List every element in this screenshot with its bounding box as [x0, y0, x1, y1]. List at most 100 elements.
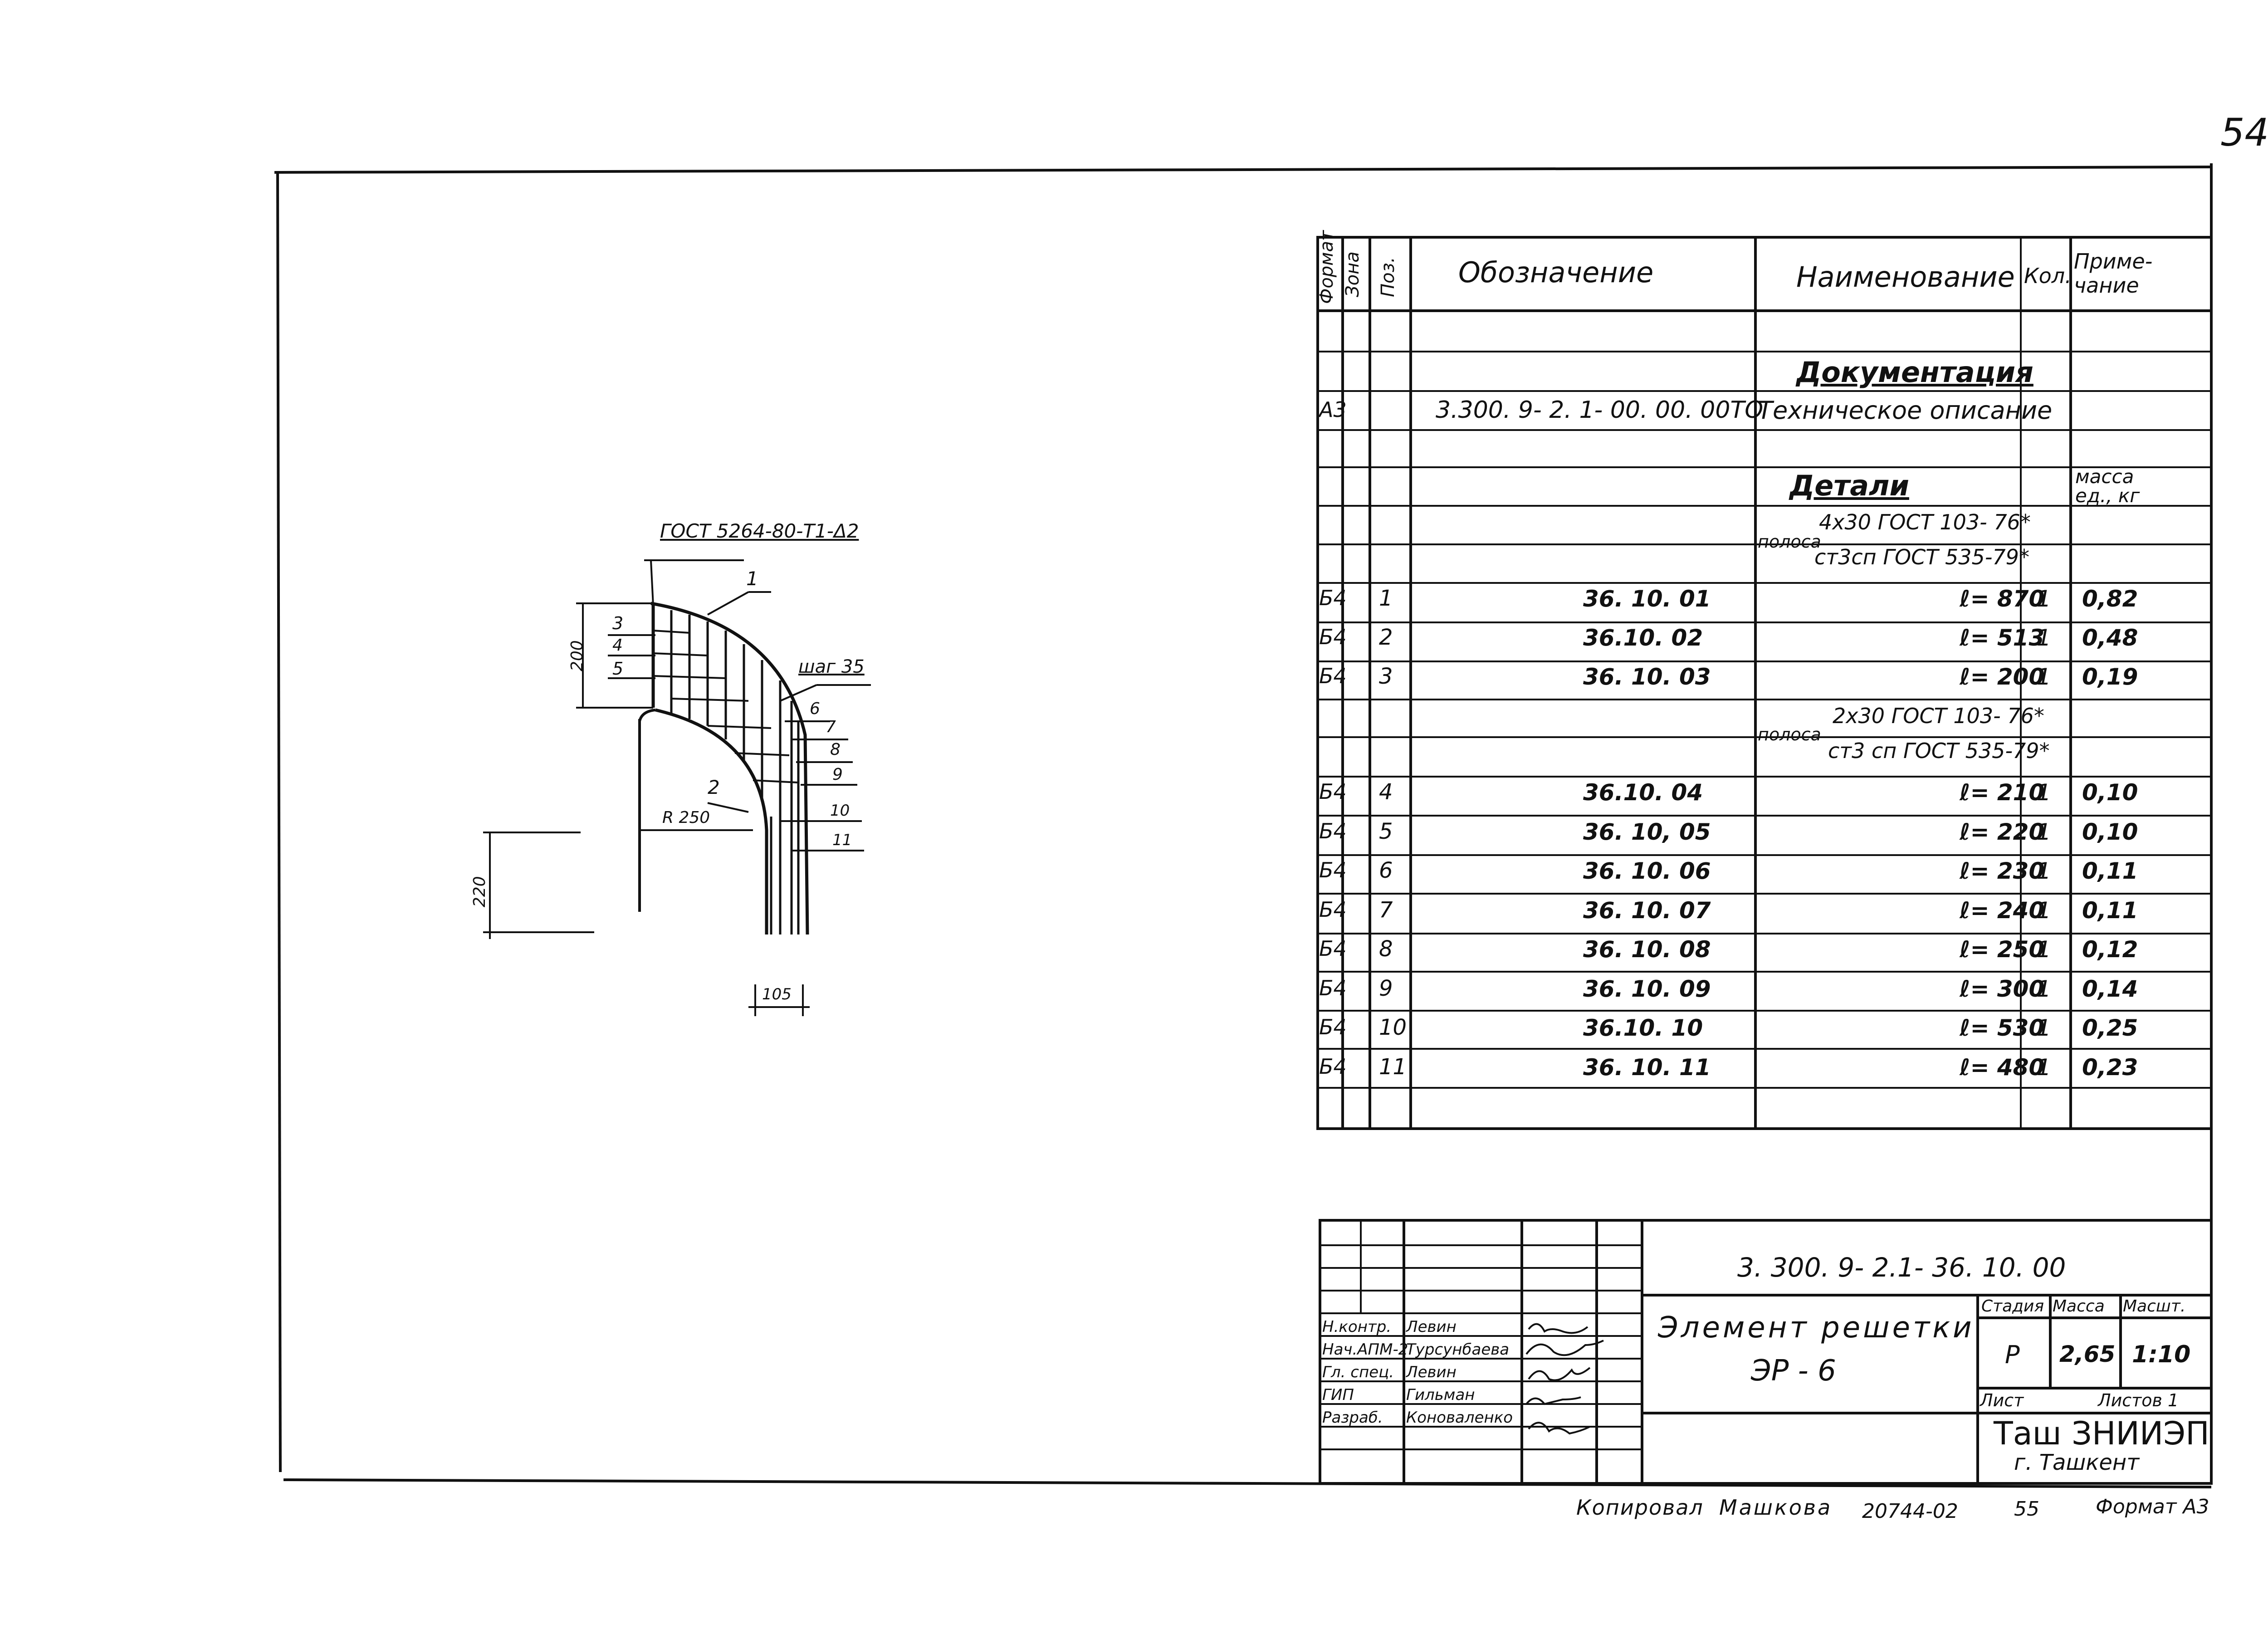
- row-format: Б4: [1319, 818, 1347, 843]
- row-pos: 8: [1379, 936, 1393, 962]
- row-format: Б4: [1319, 858, 1347, 882]
- scale-header: Масшт.: [2123, 1297, 2186, 1316]
- row-name: ℓ= 210: [1960, 779, 2045, 806]
- role-title: Нач.АПМ-2: [1322, 1341, 1408, 1359]
- col-name-header: Наименование: [1796, 260, 2015, 294]
- row-qty: 1: [2037, 1015, 2051, 1041]
- weld-note: ГОСТ 5264-80-Т1-Δ2: [660, 520, 859, 542]
- col-format-header: Формат: [1316, 230, 1337, 304]
- callout-8: 8: [830, 740, 841, 759]
- row-qty: 1: [2037, 936, 2051, 963]
- callout-leaders: [483, 559, 871, 1016]
- row-note: 0,14: [2082, 975, 2138, 1002]
- row-name: ℓ= 240: [1960, 897, 2045, 924]
- material-2-line1: 2х30 ГОСТ 103- 76*: [1833, 704, 2044, 728]
- row-designation: 36.10. 02: [1583, 625, 1703, 651]
- role-title: Гл. спец.: [1322, 1363, 1394, 1381]
- callout-2: 2: [708, 776, 720, 798]
- row-name: ℓ= 530: [1960, 1015, 2045, 1041]
- row-name: ℓ= 230: [1960, 858, 2045, 884]
- title-line-2: ЭР - 6: [1751, 1354, 1836, 1388]
- row-note: 0,11: [2082, 858, 2138, 884]
- doc-name: Техническое описание: [1758, 396, 2053, 425]
- inner-arc: [655, 708, 768, 934]
- row-format: Б4: [1319, 1015, 1347, 1039]
- footer-copied: Копировал: [1576, 1495, 1704, 1520]
- row-pos: 4: [1379, 779, 1393, 805]
- row-designation: 36. 10. 01: [1583, 586, 1711, 612]
- row-format: Б4: [1319, 897, 1347, 922]
- section-documentation: Документация: [1796, 356, 2033, 389]
- callout-1: 1: [746, 568, 758, 590]
- mass-note: масса ед., кг: [2075, 465, 2140, 507]
- drawing-code: 3. 300. 9- 2.1- 36. 10. 00: [1737, 1252, 2066, 1283]
- row-qty: 1: [2037, 1054, 2051, 1081]
- sheet-number: 54: [2220, 110, 2268, 155]
- callout-5: 5: [612, 659, 624, 679]
- row-qty: 1: [2037, 818, 2051, 845]
- row-qty: 1: [2037, 858, 2051, 884]
- footer-format: Формат А3: [2096, 1495, 2209, 1518]
- row-note: 0,23: [2082, 1054, 2138, 1081]
- row-qty: 1: [2037, 664, 2051, 690]
- row-note: 0,11: [2082, 897, 2138, 924]
- callout-9: 9: [832, 765, 843, 784]
- callout-4: 4: [612, 636, 623, 655]
- row-format: Б4: [1319, 625, 1347, 649]
- role-title: Разраб.: [1322, 1409, 1383, 1427]
- radius-label: R 250: [662, 808, 710, 827]
- row-pos: 9: [1379, 975, 1393, 1001]
- col-qty-header: Кол.: [2024, 264, 2072, 288]
- stage-header: Стадия: [1981, 1297, 2044, 1316]
- row-pos: 6: [1379, 858, 1393, 883]
- row-qty: 1: [2037, 975, 2051, 1002]
- scale-value: 1:10: [2132, 1341, 2191, 1368]
- role-person: Левин: [1406, 1363, 1457, 1381]
- row-note: 0,10: [2082, 818, 2138, 845]
- row-pos: 5: [1379, 818, 1393, 844]
- sheet-label: Лист: [1980, 1390, 2024, 1410]
- row-designation: 36. 10. 07: [1583, 897, 1711, 924]
- material-1-line1: 4х30 ГОСТ 103- 76*: [1819, 510, 2031, 534]
- doc-designation: 3.300. 9- 2. 1- 00. 00. 00ТО: [1436, 396, 1764, 424]
- mass-header: Масса: [2053, 1297, 2105, 1316]
- material-1-line2: ст3сп ГОСТ 535-79*: [1814, 545, 2029, 569]
- callout-3: 3: [612, 613, 624, 633]
- row-pos: 1: [1379, 586, 1393, 611]
- frame-top-line: [274, 166, 2212, 174]
- footer-page: 55: [2014, 1497, 2039, 1521]
- callout-10: 10: [830, 802, 850, 820]
- role-person: Гильман: [1406, 1386, 1475, 1404]
- outer-arc: [650, 602, 809, 935]
- spec-table-grid: [1316, 236, 2213, 1130]
- row-name: ℓ= 513: [1960, 625, 2045, 651]
- role-person: Турсунбаева: [1406, 1341, 1510, 1359]
- signatures: [1525, 1323, 1604, 1435]
- callout-11: 11: [832, 831, 852, 849]
- role-person: Коноваленко: [1406, 1409, 1513, 1427]
- row-qty: 1: [2037, 625, 2051, 651]
- row-pos: 10: [1379, 1015, 1407, 1040]
- material-1-label: полоса: [1758, 532, 1821, 552]
- col-designation-header: Обозначение: [1458, 256, 1654, 289]
- org-line-2: г. Ташкент: [2014, 1450, 2140, 1475]
- row-note: 0,48: [2082, 625, 2138, 651]
- row-pos: 7: [1379, 897, 1393, 923]
- row-qty: 1: [2037, 586, 2051, 612]
- col-note-header: Приме- чание: [2074, 249, 2153, 298]
- row-qty: 1: [2037, 897, 2051, 924]
- frame-left-line: [276, 172, 282, 1473]
- sheets-label: Листов 1: [2098, 1390, 2179, 1410]
- col-pos-header: Поз.: [1378, 257, 1398, 297]
- row-designation: 36. 10. 06: [1583, 858, 1711, 884]
- row-pos: 11: [1379, 1054, 1407, 1080]
- row-name: ℓ= 480: [1960, 1054, 2045, 1081]
- row-designation: 36.10. 04: [1583, 779, 1703, 806]
- row-note: 0,82: [2082, 586, 2138, 612]
- callout-6: 6: [810, 700, 820, 718]
- row-pos: 2: [1379, 625, 1393, 650]
- role-person: Левин: [1406, 1318, 1457, 1336]
- row-note: 0,10: [2082, 779, 2138, 806]
- material-2-label: полоса: [1758, 724, 1821, 744]
